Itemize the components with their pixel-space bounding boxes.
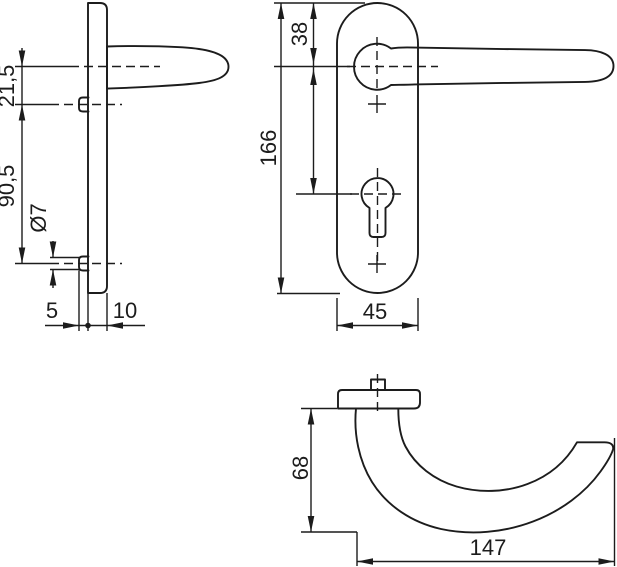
front-view-lever (353, 42, 615, 91)
dim-label-10: 10 (113, 298, 137, 323)
dim-label-38: 38 (287, 22, 312, 46)
dim-label-90-5: 90,5 (0, 165, 19, 208)
front-view: 38 166 45 (256, 2, 615, 331)
arrowhead (357, 558, 373, 565)
arrowhead (337, 322, 353, 329)
euro-cylinder-cutout (360, 177, 395, 238)
arrowhead (18, 104, 26, 121)
arrowhead (277, 277, 285, 294)
dim-label-21-5: 21,5 (0, 65, 19, 108)
arrowhead (63, 322, 79, 329)
arrowhead (310, 3, 317, 19)
arrowhead (18, 50, 26, 67)
arrowhead (49, 241, 57, 258)
dim-label-68: 68 (288, 456, 313, 480)
top-view-boss (337, 389, 421, 410)
top-view: 68 147 (288, 374, 616, 566)
arrowhead (107, 322, 123, 329)
arrowhead (18, 247, 26, 264)
dim-label-147: 147 (470, 535, 507, 560)
dim-label-166: 166 (256, 130, 281, 167)
arrowhead (307, 408, 315, 425)
top-view-handle (354, 407, 615, 534)
arrowhead (402, 322, 418, 329)
dim-label-45: 45 (363, 299, 387, 324)
arrowhead (598, 558, 615, 565)
front-view-backplate (336, 2, 419, 294)
arrowhead (49, 269, 57, 286)
dimension-dot (85, 322, 91, 329)
side-view-lever (106, 45, 230, 90)
arrowhead (310, 69, 317, 85)
arrowhead (310, 48, 317, 64)
dim-label-hole-dia: Ø7 (26, 203, 51, 232)
side-view: 21,5 90,5 Ø7 5 10 (0, 2, 230, 331)
arrowhead (310, 178, 317, 194)
side-view-backplate (87, 2, 108, 294)
arrowhead (307, 516, 315, 532)
arrowhead (277, 3, 285, 19)
dim-label-5: 5 (46, 298, 58, 323)
